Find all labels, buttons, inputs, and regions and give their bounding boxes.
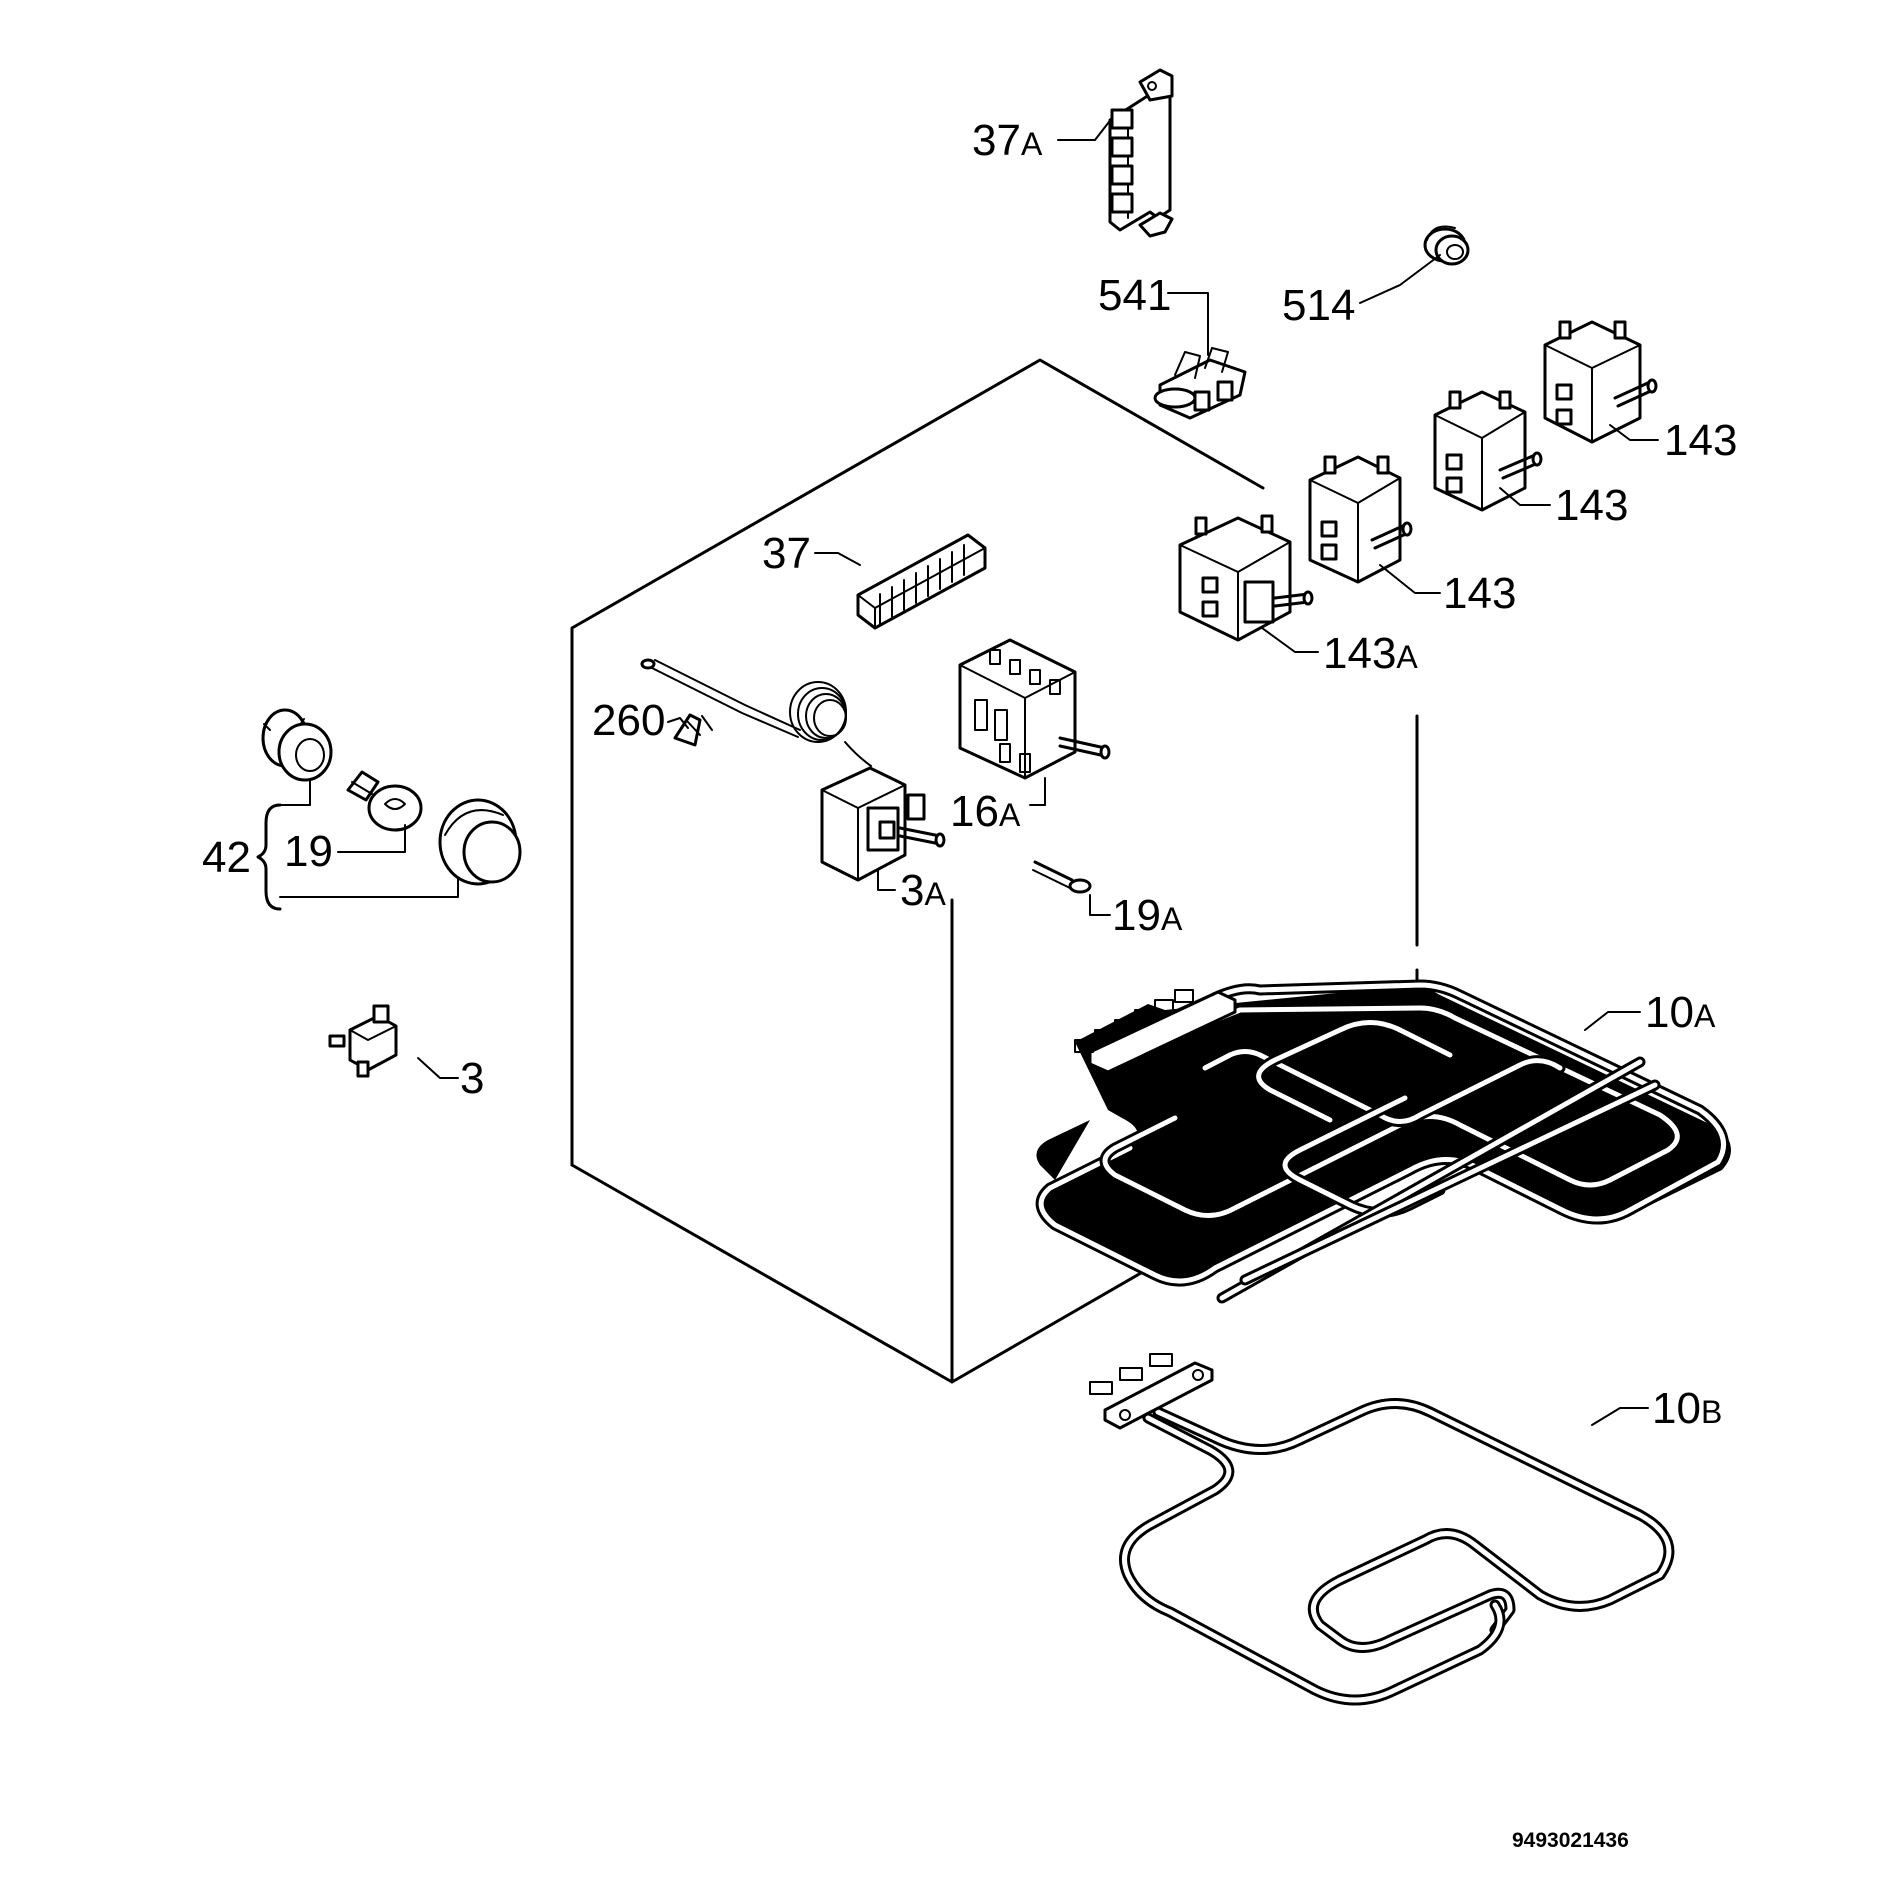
part-42-lamp-holder[interactable] [261, 708, 333, 782]
label-260: 260 [592, 696, 665, 745]
part-19A-wire[interactable] [1032, 860, 1092, 894]
part-143-switch-second[interactable] [1433, 390, 1543, 512]
label-19: 19 [284, 827, 333, 876]
label-3A: 3A [900, 866, 946, 915]
part-3-thermal-cutout[interactable] [328, 1004, 398, 1078]
document-number: 9493021436 [1512, 1829, 1629, 1852]
label-16A: 16A [950, 787, 1021, 836]
label-143-second: 143 [1555, 481, 1628, 530]
part-37A-terminal-strip[interactable] [1108, 68, 1174, 238]
part-143-switch-right[interactable] [1543, 320, 1658, 444]
part-19-lamp-bulb[interactable] [346, 770, 423, 832]
callout-labels: 37A 514 541 143 143 143 143A 37 260 16A … [202, 116, 1737, 1433]
label-37: 37 [762, 529, 811, 578]
label-541: 541 [1098, 271, 1171, 320]
part-143-switch-third[interactable] [1308, 455, 1413, 584]
part-3A-thermostat[interactable] [640, 658, 946, 882]
label-3: 3 [460, 1054, 484, 1103]
label-10B: 10B [1652, 1384, 1722, 1433]
part-16A-selector-switch[interactable] [958, 638, 1111, 780]
part-10A-grill-element[interactable] [1035, 979, 1731, 1304]
label-37A: 37A [972, 116, 1043, 165]
part-514-grommet[interactable] [1423, 225, 1470, 266]
label-42: 42 [202, 833, 251, 882]
part-541-terminal-block[interactable] [1153, 347, 1247, 420]
part-lamp-cover[interactable] [438, 798, 522, 886]
label-10A: 10A [1645, 988, 1716, 1037]
label-143-third: 143 [1443, 569, 1516, 618]
leader-lines [256, 117, 1659, 1426]
label-19A: 19A [1112, 891, 1183, 940]
part-37-terminal-block[interactable] [856, 533, 987, 630]
label-143A: 143A [1323, 629, 1418, 678]
label-143-right: 143 [1664, 416, 1737, 465]
part-143A-switch[interactable] [1178, 514, 1314, 642]
part-10B-bottom-element[interactable] [1089, 1353, 1675, 1706]
label-514: 514 [1282, 281, 1355, 330]
